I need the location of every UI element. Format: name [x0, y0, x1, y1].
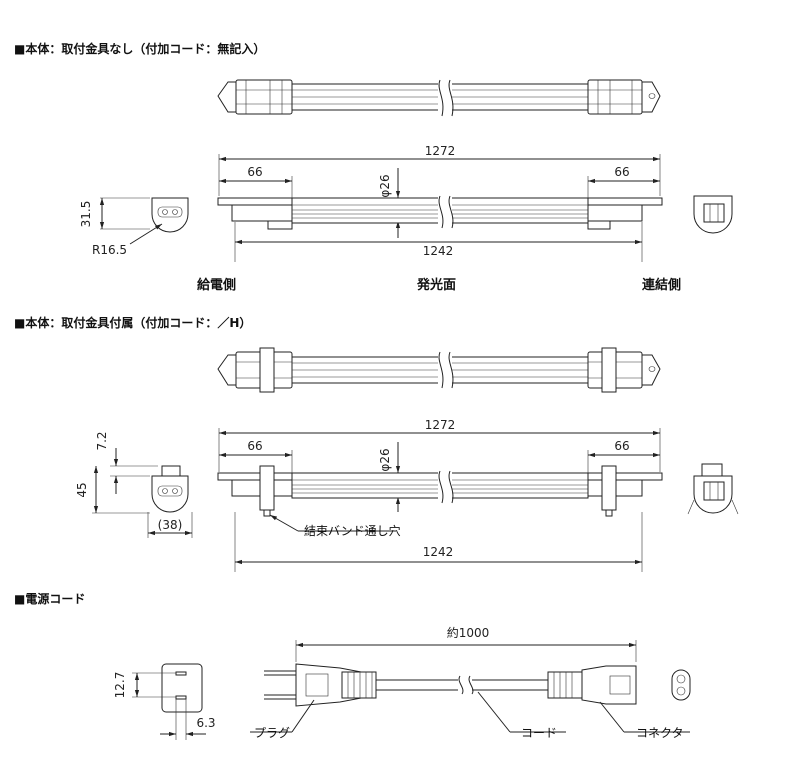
s1-diameter: φ26 — [378, 174, 392, 197]
s2-width: (38) — [158, 518, 183, 532]
plug-label: プラグ — [254, 726, 291, 740]
plug-pin-spacing: 12.7 — [113, 672, 127, 699]
band-hole-label: 結束バンド通し穴 — [304, 524, 401, 538]
connector-label: コネクタ — [636, 726, 684, 740]
s2-front-view: 1272 66 66 φ26 1242 — [217, 418, 663, 572]
s2-feed-end-view: 7.2 45 (38) — [75, 431, 193, 538]
s2-inner-length: 1242 — [423, 545, 454, 559]
s2-right-length: 66 — [614, 439, 629, 453]
feed-side-label: 給電側 — [197, 278, 237, 293]
s2-diameter: φ26 — [378, 448, 392, 471]
s1-inner-length: 1242 — [423, 244, 454, 258]
s1-link-end-view — [693, 195, 733, 234]
s1-front-view: 1272 66 66 φ26 1242 — [217, 144, 663, 262]
s2-left-length: 66 — [247, 439, 262, 453]
s1-right-length: 66 — [614, 165, 629, 179]
s2-total-length: 1272 — [425, 418, 456, 432]
plug-pin-width: 6.3 — [196, 716, 215, 730]
s1-height: 31.5 — [79, 201, 93, 228]
link-side-label: 連結側 — [642, 278, 682, 293]
s2-top-offset: 7.2 — [95, 431, 109, 450]
s1-total-length: 1272 — [425, 144, 456, 158]
section-title-no-bracket: ■本体：取付金具なし（付加コード：無記入） — [14, 42, 266, 56]
section-title-with-bracket: ■本体：取付金具付属（付加コード：／H） — [14, 316, 252, 330]
connector-face-icon — [671, 669, 691, 701]
s2-height: 45 — [75, 482, 89, 497]
plug-face-view: 12.7 6.3 — [113, 663, 216, 740]
cord-label: コード — [521, 726, 558, 740]
emit-face-label: 発光面 — [417, 278, 457, 293]
s1-feed-end-view: 31.5 R16.5 — [79, 197, 189, 257]
section-title-power-cord: ■電源コード — [14, 592, 86, 606]
s1-radius: R16.5 — [92, 243, 127, 257]
s1-top-view — [217, 79, 661, 117]
s2-link-end-view — [687, 463, 739, 515]
cord-length: 約1000 — [447, 625, 490, 640]
power-cord-side-view: 約1000 — [250, 625, 690, 733]
s1-left-length: 66 — [247, 165, 262, 179]
s2-top-view — [217, 347, 661, 393]
